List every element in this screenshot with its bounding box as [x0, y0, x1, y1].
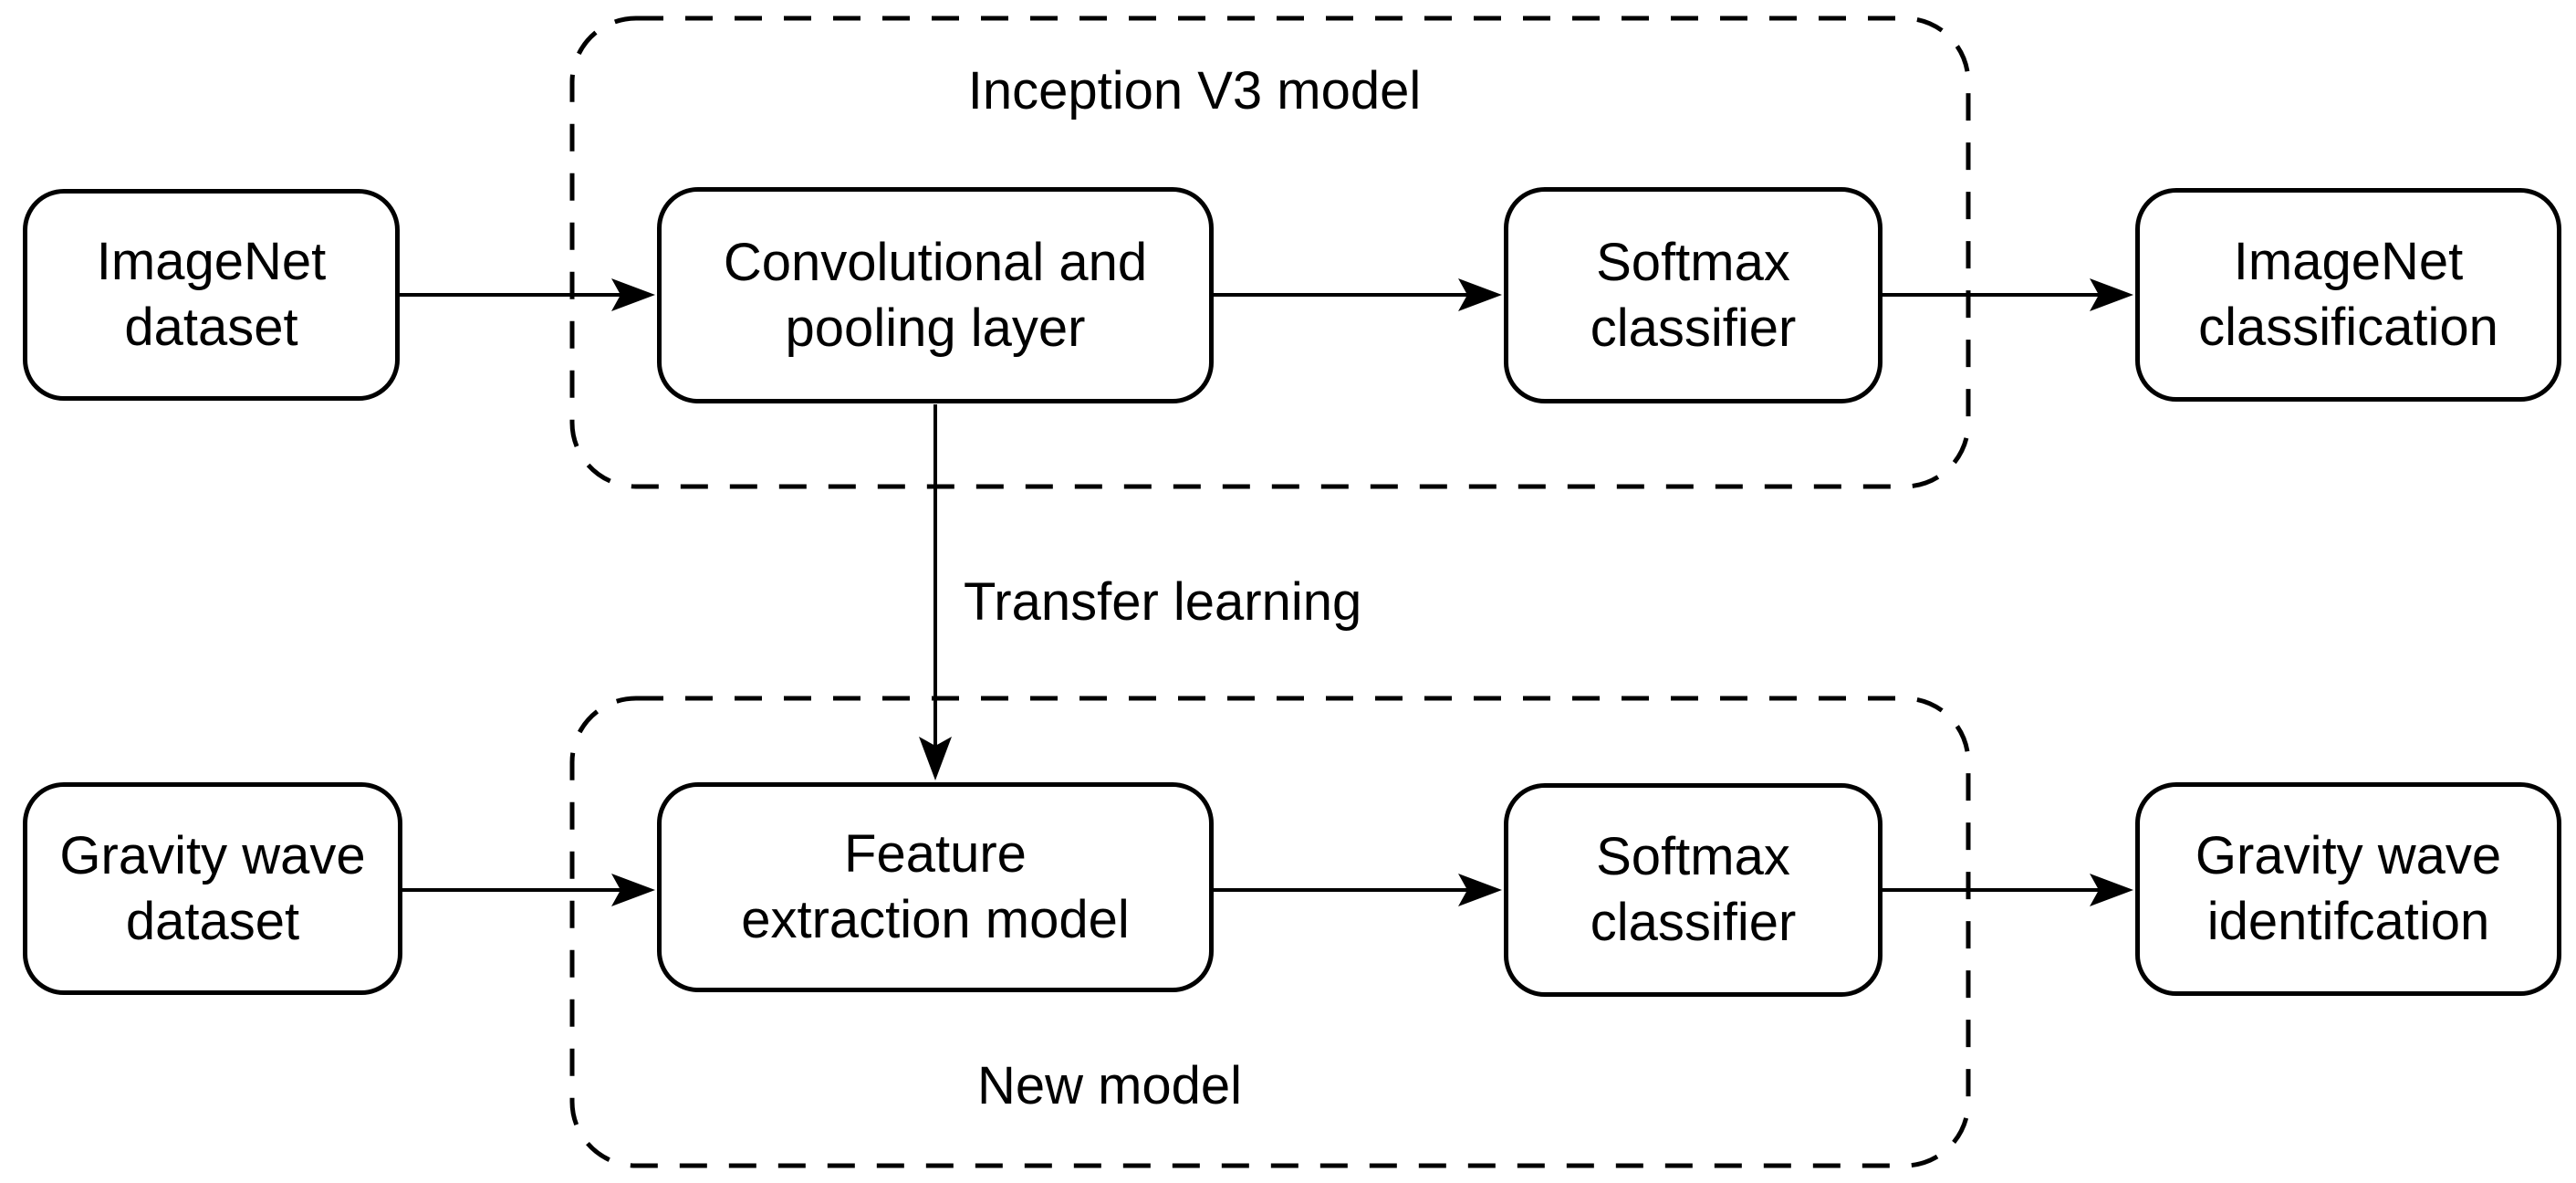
node-label-line: identifcation — [2206, 892, 2490, 951]
group-title-new-model: New model — [976, 1056, 1243, 1115]
node-label-line: extraction model — [741, 890, 1130, 949]
edge-label-transfer-learning: Transfer learning — [964, 572, 1362, 632]
node-label-line: dataset — [125, 891, 300, 951]
node-label-line: classifier — [1590, 893, 1797, 952]
node-gravity-wave-dataset: Gravity wave dataset — [23, 782, 402, 995]
node-label-line: dataset — [124, 298, 298, 357]
group-title-inception-v3: Inception V3 model — [967, 61, 1422, 120]
node-label-line: classifier — [1590, 298, 1797, 358]
node-label-line: Gravity wave — [59, 825, 366, 885]
node-label-line: Feature — [844, 824, 1027, 884]
node-gravity-wave-identification: Gravity wave identifcation — [2135, 782, 2561, 996]
node-imagenet-classification: ImageNet classification — [2135, 188, 2561, 402]
node-label-line: ImageNet — [2233, 232, 2464, 291]
node-label-line: Softmax — [1596, 827, 1790, 886]
node-convolutional-pooling-layer: Convolutional and pooling layer — [657, 187, 1214, 403]
node-label-line: Gravity wave — [2195, 826, 2502, 885]
node-softmax-classifier-top: Softmax classifier — [1504, 187, 1882, 403]
group-box-new-model — [569, 696, 1971, 1168]
node-feature-extraction-model: Feature extraction model — [657, 782, 1214, 992]
node-label-line: Softmax — [1596, 232, 1790, 292]
node-label-line: classification — [2198, 298, 2498, 357]
group-box-inception-v3 — [569, 16, 1971, 489]
node-label-line: Convolutional and — [723, 232, 1148, 292]
node-softmax-classifier-bottom: Softmax classifier — [1504, 783, 1882, 997]
node-imagenet-dataset: ImageNet dataset — [23, 189, 400, 401]
node-label-line: pooling layer — [785, 298, 1086, 358]
node-label-line: ImageNet — [96, 232, 327, 291]
